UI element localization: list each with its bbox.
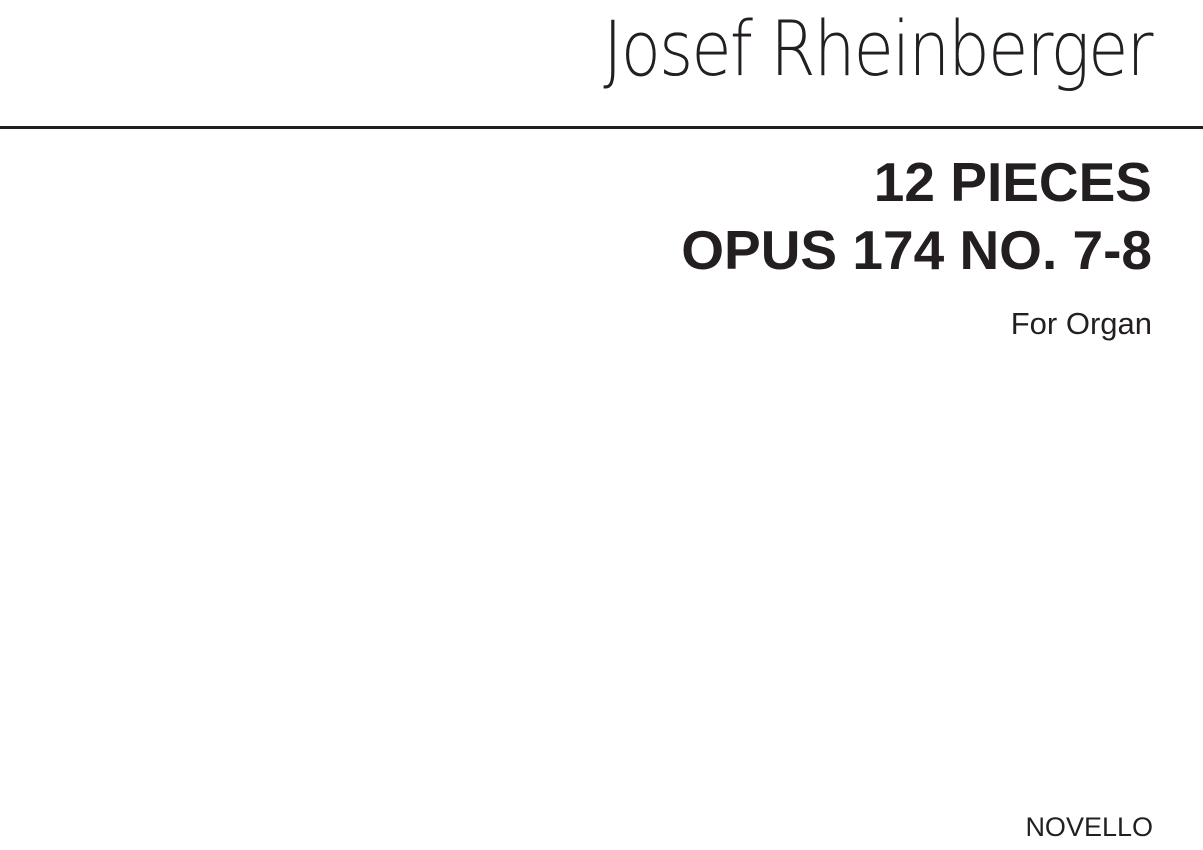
instrumentation: For Organ: [1010, 306, 1152, 341]
publisher: NOVELLO: [1025, 812, 1153, 842]
composer-name: Josef Rheinberger: [603, 4, 1154, 93]
opus-number: OPUS 174 NO. 7-8: [681, 219, 1152, 281]
divider-line: [0, 126, 1203, 129]
title: 12 PIECES: [873, 151, 1152, 213]
